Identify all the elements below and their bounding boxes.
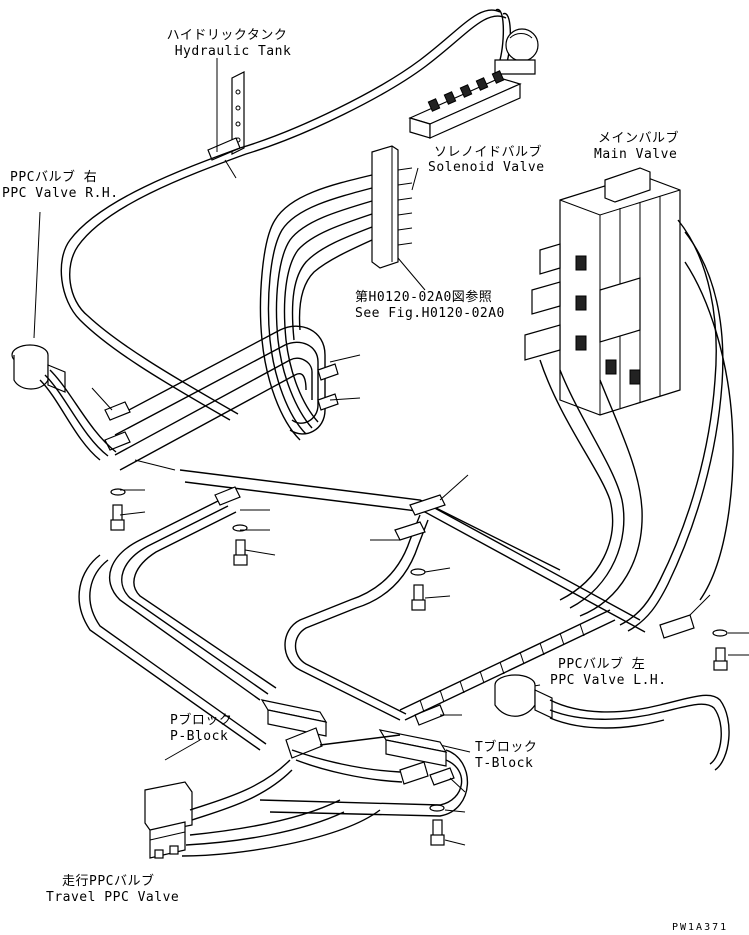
p-block-label-en: P-Block xyxy=(170,729,229,744)
t-block-label-jp: Tブロック xyxy=(475,740,538,755)
main-valve-label-en: Main Valve xyxy=(594,147,678,162)
ppc-valve-rh xyxy=(11,344,117,461)
hydraulic-tank-bracket xyxy=(207,71,245,179)
ppc-valve-lh-label-jp: PPCバルブ 左 xyxy=(558,657,646,672)
main-valve xyxy=(524,167,681,416)
tank-return-hose xyxy=(60,9,512,421)
see-fig-label-jp: 第H0120-02A0図参照 xyxy=(355,290,493,305)
travel-ppc-valve xyxy=(144,759,381,859)
lower-pipe-loops xyxy=(78,499,429,751)
pilot-manifold xyxy=(371,145,413,269)
hydraulic-tank-label-en: Hydraulic Tank xyxy=(174,44,292,59)
block-hoses xyxy=(259,734,469,817)
ppc-valve-rh-label-en: PPC Valve R.H. xyxy=(2,186,119,201)
pipe-clamps xyxy=(104,363,695,786)
solenoid-valve xyxy=(408,70,522,139)
solenoid-valve-label-jp: ソレノイドバルブ xyxy=(434,145,543,160)
p-block-label-jp: Pブロック xyxy=(170,713,233,728)
main-valve-hoses xyxy=(539,219,734,632)
travel-ppc-label-jp: 走行PPCバルブ xyxy=(62,874,155,889)
see-fig-label-en: See Fig.H0120-02A0 xyxy=(355,306,505,321)
accumulator xyxy=(494,28,539,75)
leader-lines xyxy=(33,58,749,846)
ppc-valve-lh-label-en: PPC Valve L.H. xyxy=(550,673,667,688)
solenoid-valve-label-en: Solenoid Valve xyxy=(428,160,545,175)
p-block xyxy=(260,699,328,759)
center-pipe-loops xyxy=(109,325,646,633)
ppc-valve-rh-label-jp: PPCバルブ 右 xyxy=(10,170,98,185)
t-block-label-en: T-Block xyxy=(475,756,534,771)
main-valve-label-jp: メインバルブ xyxy=(598,131,680,146)
drawing-code: PW1A371 xyxy=(672,922,729,933)
travel-ppc-label-en: Travel PPC Valve xyxy=(46,890,180,905)
bolts-washers xyxy=(110,488,728,846)
manifold-hose-bundle xyxy=(259,174,373,441)
striped-pipe xyxy=(399,609,616,721)
ppc-valve-lh xyxy=(494,674,730,771)
hydraulic-tank-label-jp: ハイドリックタンク xyxy=(166,28,288,43)
